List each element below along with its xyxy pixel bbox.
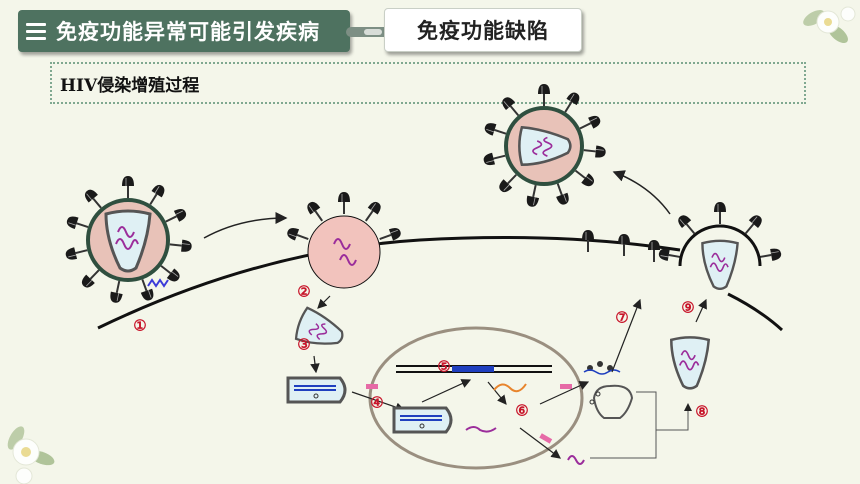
step-label-5: ⑤ [437,359,450,376]
capsid-step4 [392,406,453,434]
step-label-8: ⑧ [695,404,708,421]
hiv-budding [656,201,784,290]
ribosome-cluster [583,361,621,375]
step-label-2: ② [297,284,310,301]
cell-membrane [97,236,681,330]
hiv-virion-fusing [284,191,404,289]
header-connector [346,27,390,37]
step-label-7: ⑦ [615,310,628,327]
step-label-6: ⑥ [515,403,528,420]
capsid-step3 [286,376,347,404]
step-label-1: ① [133,318,146,335]
title-bar: 免疫功能异常可能引发疾病 [18,10,350,52]
assembly-capsid [592,384,634,419]
nucleus [368,326,584,470]
step-label-3: ③ [297,337,310,354]
section-title: HIV侵染增殖过程 [60,75,200,96]
arrow-release [612,170,671,215]
step-label-9: ⑨ [681,300,694,317]
step-label-4: ④ [370,395,383,412]
mrna-purple [465,426,497,433]
mrna-orange [493,383,527,393]
menu-lines-icon [26,23,46,44]
subtitle-label: 免疫功能缺陷 [417,19,549,43]
cell-membrane-right [727,292,784,332]
hiv-virion-released [481,83,608,209]
cd4-receptor [147,278,169,288]
arrow-attach [203,212,288,239]
hiv-virion-free [63,175,194,305]
page-title: 免疫功能异常可能引发疾病 [56,20,320,44]
section-header: HIV侵染增殖过程 [50,62,806,104]
capsid-step8 [670,336,710,390]
subtitle-tab: 免疫功能缺陷 [384,8,582,52]
